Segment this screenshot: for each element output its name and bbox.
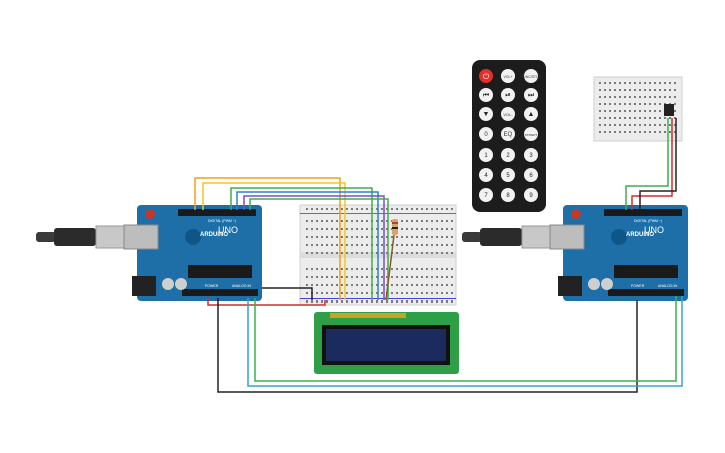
number-key-8-label: 8: [506, 193, 510, 199]
ir-remote[interactable]: ⏻ VOL+ FUNC/STOP ⏮ ⏯ ⏭ ▼ VOL- ▲ 0 EQ ST/REPT 1 2 3 4 5 6…: [472, 60, 546, 212]
remote-top-button-1[interactable]: VOL+: [501, 69, 515, 83]
reset-button[interactable]: [571, 209, 581, 219]
remote-key-2[interactable]: ST/REPT: [524, 127, 538, 141]
number-key-4-label: 4: [484, 173, 488, 179]
number-key-3-label: 3: [529, 153, 533, 159]
number-key-7[interactable]: 7: [479, 188, 493, 202]
digital-label: DIGITAL (PWM ~): [208, 219, 236, 223]
digital-label: DIGITAL (PWM ~): [634, 219, 662, 223]
arduino-model: UNO: [218, 225, 238, 235]
power-label: POWER: [631, 284, 645, 288]
usb-cable-right[interactable]: [462, 225, 551, 249]
arduino-brand: ARDUINO: [626, 232, 654, 238]
lcd-pin-header: [330, 313, 406, 318]
lcd-screen: [326, 329, 446, 361]
wire-11[interactable]: [254, 296, 677, 382]
number-key-1-label: 1: [484, 153, 488, 159]
remote-top-button-1-label: VOL+: [503, 75, 512, 79]
number-key-6-label: 6: [529, 173, 533, 179]
down-arrow-icon-label: ▼: [483, 111, 490, 118]
remote-key-1[interactable]: EQ: [501, 127, 515, 141]
lcd-16x2[interactable]: [314, 312, 459, 374]
rewind-icon[interactable]: ⏮: [479, 88, 493, 102]
atmega-chip: [614, 265, 678, 278]
wire-1[interactable]: [202, 182, 346, 300]
wire-6[interactable]: [385, 234, 395, 301]
wire-7[interactable]: [207, 298, 326, 306]
fast-forward-icon[interactable]: ⏭: [524, 88, 538, 102]
number-key-5-label: 5: [506, 173, 510, 179]
usb-cable-left[interactable]: [36, 225, 125, 249]
wire-10[interactable]: [247, 296, 683, 387]
wire-2[interactable]: [230, 187, 373, 300]
remote-top-button-2-label: FUNC/STOP: [521, 75, 542, 79]
remote-key-0-label: 0: [484, 132, 488, 138]
analog-label: ANALOG IN: [232, 284, 252, 288]
number-key-2-label: 2: [506, 153, 510, 159]
power-button[interactable]: [479, 69, 493, 83]
digital-header: [178, 209, 256, 216]
reset-button[interactable]: [145, 209, 155, 219]
remote-key-0[interactable]: 0: [479, 127, 493, 141]
analog-power-header: [182, 289, 258, 296]
rewind-icon-label: ⏮: [483, 92, 489, 99]
play-pause-icon[interactable]: ⏯: [501, 88, 515, 102]
number-key-8[interactable]: 8: [501, 188, 515, 202]
wire-13[interactable]: [625, 118, 669, 210]
wire-3[interactable]: [236, 191, 379, 300]
atmega-chip: [188, 265, 252, 278]
number-key-9-label: 9: [529, 193, 533, 199]
wire-4[interactable]: [243, 195, 385, 300]
arduino-uno-left[interactable]: ARDUINO UNO DIGITAL (PWM ~) POWER ANALOG…: [123, 205, 262, 301]
wire-8[interactable]: [262, 287, 313, 300]
up-arrow-icon-label: ▲: [528, 111, 535, 118]
up-arrow-icon[interactable]: ▲: [524, 107, 538, 121]
number-key-1[interactable]: 1: [479, 148, 493, 162]
number-key-4[interactable]: 4: [479, 168, 493, 182]
breadboard-small[interactable]: [593, 76, 683, 142]
arduino-brand: ARDUINO: [200, 232, 228, 238]
vol-down-button-label: VOL-: [503, 112, 513, 117]
play-pause-icon-label: ⏯: [505, 92, 511, 99]
down-arrow-icon[interactable]: ▼: [479, 107, 493, 121]
number-key-3[interactable]: 3: [524, 148, 538, 162]
number-key-5[interactable]: 5: [501, 168, 515, 182]
number-key-9[interactable]: 9: [524, 188, 538, 202]
digital-header: [604, 209, 682, 216]
ir-receiver[interactable]: [664, 104, 674, 116]
wire-0[interactable]: [194, 177, 341, 300]
wire-12[interactable]: [631, 118, 673, 210]
wire-9[interactable]: [217, 298, 638, 393]
number-key-7-label: 7: [484, 193, 488, 199]
power-icon: ⏻: [483, 72, 490, 81]
resistor[interactable]: [392, 219, 398, 235]
wire-5[interactable]: [249, 198, 389, 300]
breadboard-holes: [306, 208, 453, 303]
fast-forward-icon-label: ⏭: [528, 92, 535, 99]
number-key-6[interactable]: 6: [524, 168, 538, 182]
arduino-uno-right[interactable]: ARDUINO UNO DIGITAL (PWM ~) POWER ANALOG…: [549, 205, 688, 301]
wires[interactable]: [194, 118, 683, 393]
vol-down-button[interactable]: VOL-: [501, 107, 515, 121]
analog-label: ANALOG IN: [658, 284, 678, 288]
remote-key-1-label: EQ: [504, 132, 513, 138]
remote-top-button-2[interactable]: FUNC/STOP: [521, 69, 542, 83]
remote-key-2-label: ST/REPT: [525, 133, 538, 137]
power-label: POWER: [205, 284, 219, 288]
number-key-2[interactable]: 2: [501, 148, 515, 162]
arduino-model: UNO: [644, 225, 664, 235]
wire-14[interactable]: [639, 118, 677, 210]
analog-power-header: [608, 289, 684, 296]
